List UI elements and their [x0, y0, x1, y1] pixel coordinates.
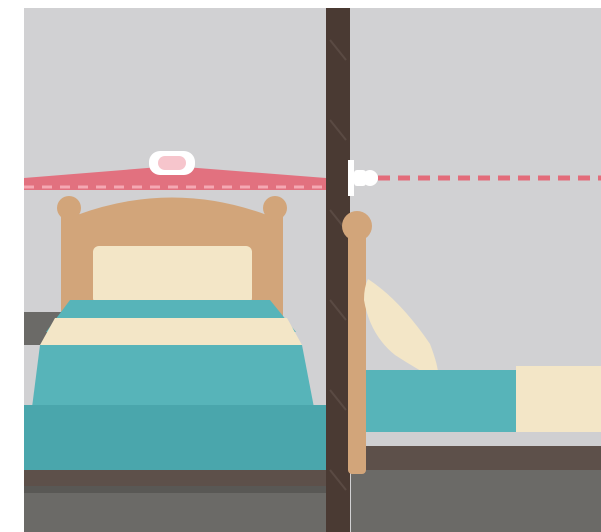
sheet: [516, 366, 601, 432]
blanket-fold: [40, 318, 302, 345]
pillow: [93, 246, 252, 304]
wall-mounted-sensor-icon: [348, 160, 354, 196]
left-bed: [24, 196, 326, 486]
room-divider: [326, 8, 350, 532]
mattress: [366, 370, 516, 432]
right-floor: [351, 430, 601, 532]
